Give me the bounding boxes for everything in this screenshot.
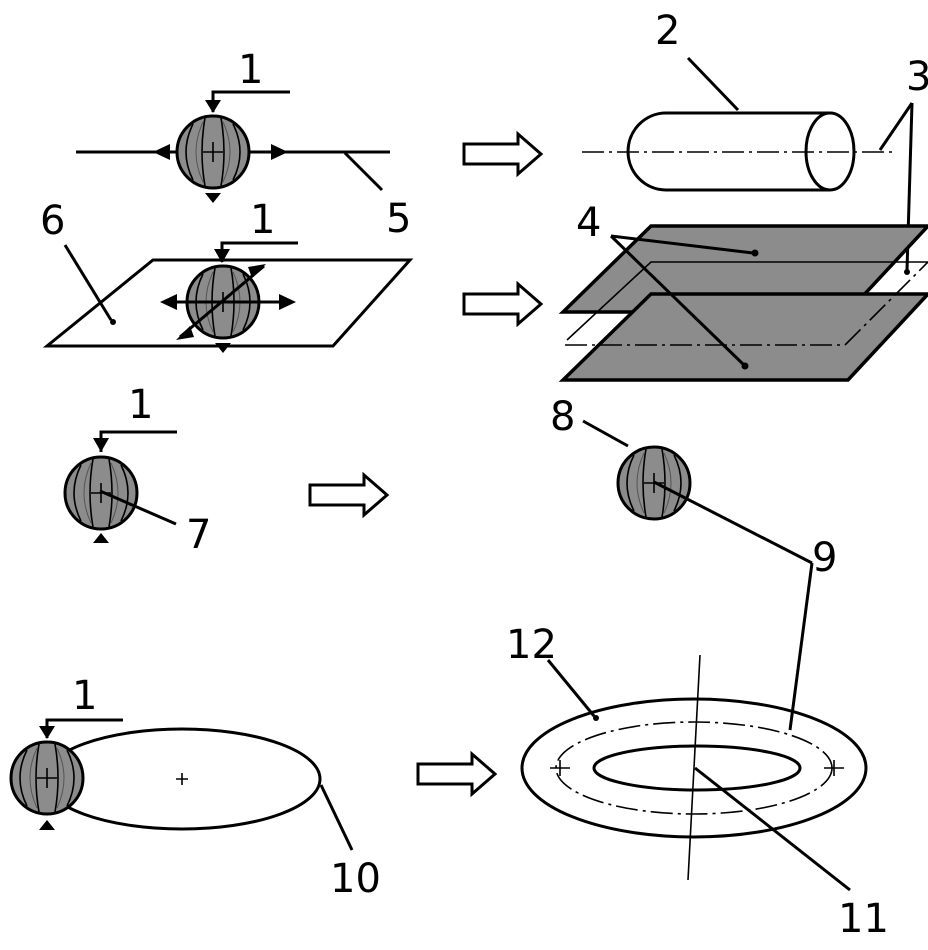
- label-12: 12: [506, 622, 557, 668]
- transform-arrow-3: [308, 471, 390, 519]
- leader-7: [99, 489, 177, 526]
- arrow-left-2: [160, 294, 177, 310]
- transform-arrow-1: [462, 130, 544, 178]
- label-1a: 1: [238, 47, 263, 93]
- leader-3a: [878, 102, 914, 151]
- label-1d: 1: [72, 673, 97, 719]
- label-6: 6: [40, 198, 65, 244]
- leader-12: [546, 659, 596, 717]
- torus-outer: [520, 697, 868, 839]
- leader-10: [319, 784, 354, 851]
- arrow-bottom-2: [215, 343, 231, 353]
- label-5: 5: [386, 196, 411, 242]
- label-3: 3: [906, 54, 928, 100]
- arrow-top-1b: [214, 249, 230, 263]
- leader-4a: [610, 234, 754, 255]
- arrow-top-1d: [39, 726, 55, 739]
- transform-arrow-4: [416, 750, 498, 798]
- label-1c: 1: [128, 382, 153, 428]
- label-10: 10: [330, 856, 381, 902]
- arrow-top-1a: [205, 100, 221, 113]
- leader-2: [686, 56, 740, 112]
- leader-5: [343, 151, 384, 192]
- leader-11: [694, 766, 851, 892]
- ball-1a: [175, 114, 251, 190]
- leader-1a: [211, 90, 290, 112]
- plane-6: [42, 258, 414, 348]
- leader-4b: [609, 234, 746, 367]
- row4-ball-on-ellipse: [9, 718, 354, 851]
- sphere-8: [582, 419, 814, 731]
- label-11: 11: [838, 896, 889, 942]
- arrow-right-2: [279, 294, 296, 310]
- arrow-bottom-4: [39, 820, 55, 830]
- torus-inner: [592, 744, 802, 792]
- plates-4: [558, 224, 928, 382]
- leader-8: [582, 419, 629, 448]
- leader-6: [63, 244, 113, 321]
- arrow-diag-2: [248, 264, 266, 278]
- torus-axis: [687, 654, 701, 881]
- label-8: 8: [550, 394, 575, 440]
- label-4: 4: [576, 200, 601, 246]
- label-2: 2: [655, 8, 680, 54]
- row1-ball-on-line: [76, 90, 390, 203]
- torus-12: [520, 654, 868, 892]
- arrow-bottom-3: [93, 533, 109, 543]
- label-7: 7: [186, 512, 211, 558]
- leader-1c: [99, 430, 177, 452]
- transform-arrow-2: [462, 280, 544, 328]
- arrow-diag-1: [176, 326, 194, 340]
- leader-9b: [788, 562, 814, 731]
- arrow-left: [153, 144, 170, 160]
- row2-ball-on-plane: [42, 241, 414, 353]
- ball-1d: [9, 740, 85, 816]
- plate-lower: [558, 292, 928, 382]
- leader-9a: [653, 480, 813, 565]
- arrow-top-1c: [93, 438, 109, 452]
- label-1b: 1: [250, 197, 275, 243]
- label-9: 9: [812, 535, 837, 581]
- arrow-right: [271, 144, 288, 160]
- arrow-bottom: [205, 193, 221, 203]
- row3-ball-point: [63, 430, 177, 543]
